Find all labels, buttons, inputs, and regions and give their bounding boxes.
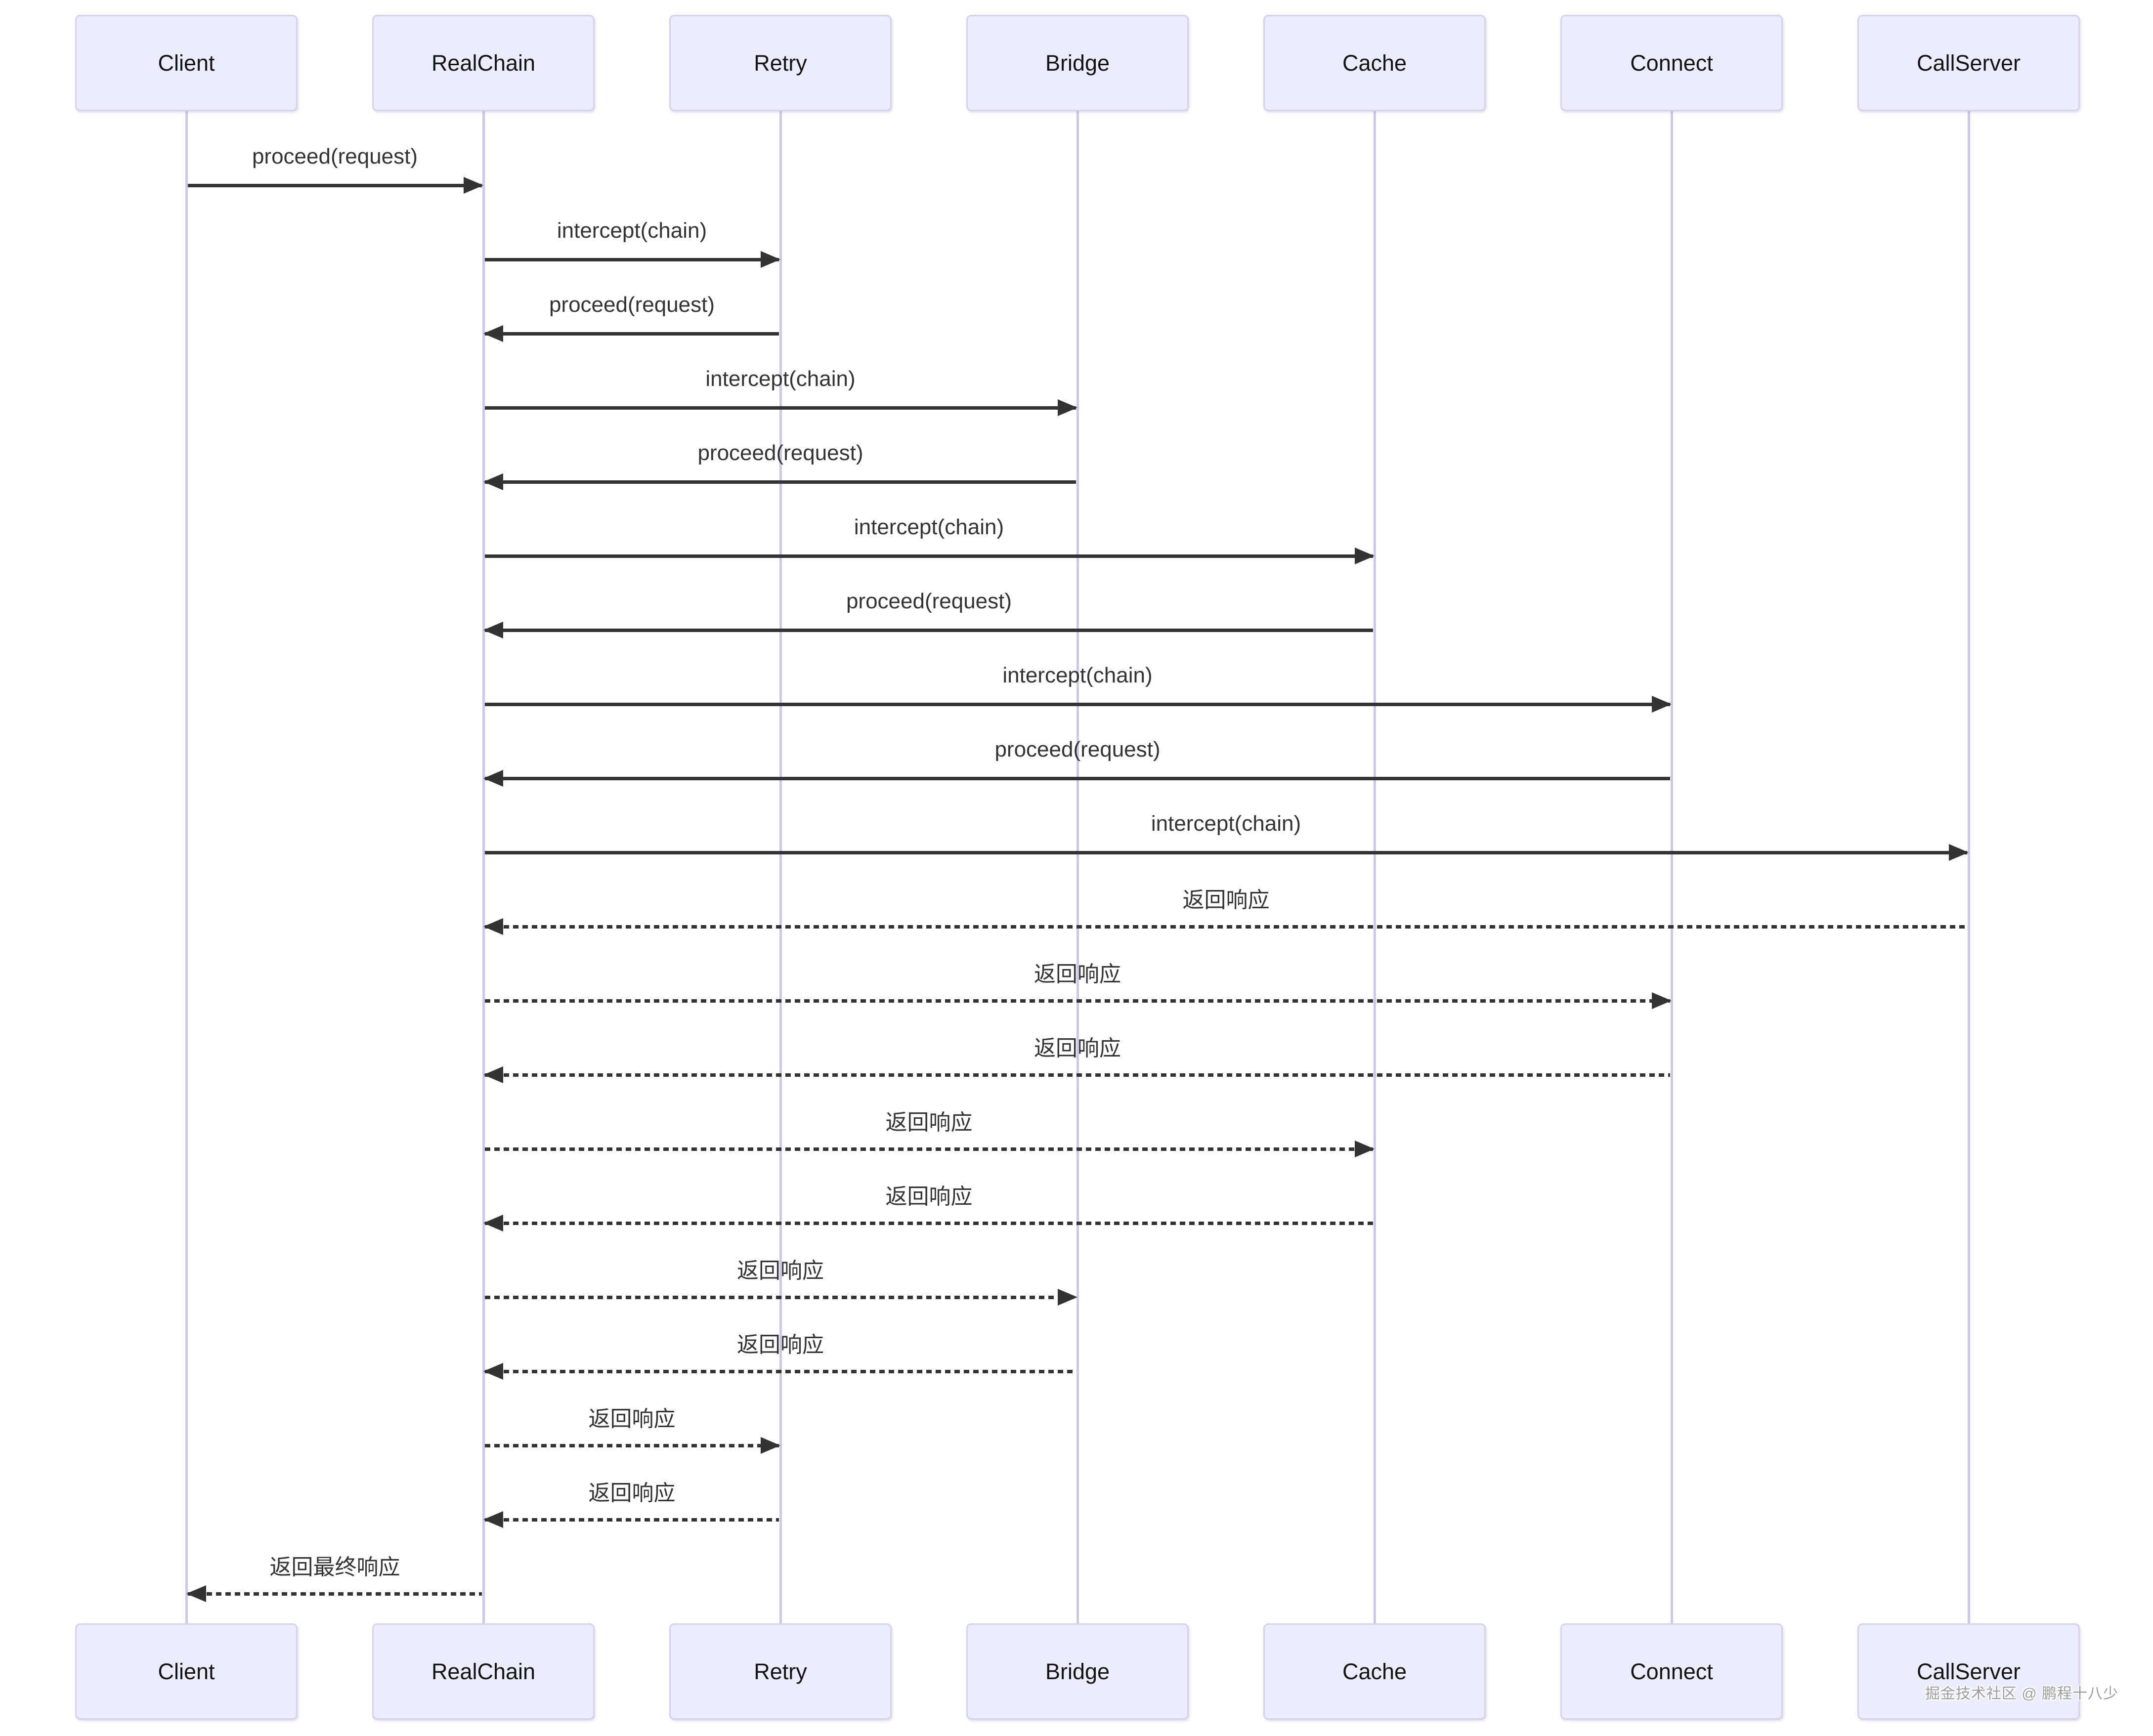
message-line bbox=[485, 1147, 1373, 1151]
arrow-head-icon bbox=[761, 251, 780, 268]
message-label: intercept(chain) bbox=[854, 515, 1004, 539]
lifeline-cache bbox=[1374, 111, 1376, 1623]
arrow-head-icon bbox=[186, 1585, 206, 1602]
message-line bbox=[188, 1592, 482, 1596]
actor-bottom-retry: Retry bbox=[669, 1623, 892, 1720]
actor-label: RealChain bbox=[431, 1658, 536, 1684]
actor-label: Client bbox=[158, 1658, 215, 1684]
actor-label: Client bbox=[158, 50, 215, 76]
message-line bbox=[485, 554, 1373, 558]
message-label: 返回响应 bbox=[885, 1110, 973, 1135]
message-line bbox=[485, 999, 1670, 1003]
lifeline-realchain bbox=[482, 111, 485, 1623]
message-label: proceed(request) bbox=[252, 144, 418, 169]
arrow-head-icon bbox=[483, 622, 503, 638]
arrow-head-icon bbox=[483, 1511, 503, 1528]
message-line bbox=[485, 1073, 1670, 1077]
message-line bbox=[485, 703, 1670, 706]
message-line bbox=[485, 851, 1967, 854]
actor-bottom-bridge: Bridge bbox=[966, 1623, 1189, 1720]
actor-label: RealChain bbox=[431, 50, 536, 76]
lifeline-retry bbox=[779, 111, 782, 1623]
lifeline-callserver bbox=[1968, 111, 1970, 1623]
message-label: intercept(chain) bbox=[1151, 811, 1301, 836]
message-label: proceed(request) bbox=[994, 737, 1161, 762]
arrow-head-icon bbox=[483, 325, 503, 342]
arrow-head-icon bbox=[1652, 696, 1672, 713]
message-line bbox=[485, 925, 1967, 929]
arrow-head-icon bbox=[464, 177, 483, 194]
message-line bbox=[485, 1370, 1076, 1373]
actor-bottom-realchain: RealChain bbox=[372, 1623, 595, 1720]
message-line bbox=[485, 406, 1076, 410]
message-label: 返回响应 bbox=[737, 1259, 824, 1283]
lifeline-connect bbox=[1671, 111, 1673, 1623]
message-label: 返回响应 bbox=[1034, 962, 1121, 986]
message-label: proceed(request) bbox=[549, 293, 715, 317]
message-label: 返回响应 bbox=[1034, 1036, 1121, 1060]
arrow-head-icon bbox=[1058, 399, 1077, 416]
arrow-head-icon bbox=[483, 1363, 503, 1380]
watermark: 掘金技术社区 @ 鹏程十八少 bbox=[1925, 1686, 2118, 1702]
actor-label: Retry bbox=[754, 1658, 807, 1684]
actor-label: Connect bbox=[1630, 1658, 1713, 1684]
message-line bbox=[485, 1444, 779, 1447]
message-label: proceed(request) bbox=[697, 441, 863, 465]
arrow-head-icon bbox=[1058, 1289, 1077, 1306]
actor-bottom-client: Client bbox=[75, 1623, 298, 1720]
actor-bottom-connect: Connect bbox=[1560, 1623, 1783, 1720]
actor-bottom-callserver: CallServer bbox=[1857, 1623, 2080, 1720]
message-line bbox=[485, 629, 1373, 632]
actor-top-realchain: RealChain bbox=[372, 15, 595, 111]
message-label: intercept(chain) bbox=[557, 218, 707, 243]
message-label: 返回响应 bbox=[588, 1481, 676, 1505]
arrow-head-icon bbox=[761, 1437, 780, 1454]
lifeline-client bbox=[185, 111, 188, 1623]
message-label: 返回响应 bbox=[1182, 888, 1270, 912]
arrow-head-icon bbox=[1652, 992, 1672, 1009]
lifeline-bridge bbox=[1076, 111, 1079, 1623]
message-label: intercept(chain) bbox=[705, 367, 856, 391]
actor-top-client: Client bbox=[75, 15, 298, 111]
arrow-head-icon bbox=[1355, 1141, 1375, 1157]
actor-label: Bridge bbox=[1045, 50, 1110, 76]
arrow-head-icon bbox=[483, 770, 503, 787]
actor-top-callserver: CallServer bbox=[1857, 15, 2080, 111]
message-label: 返回响应 bbox=[885, 1185, 973, 1209]
actor-label: CallServer bbox=[1916, 1658, 2021, 1684]
message-label: 返回最终响应 bbox=[269, 1555, 400, 1579]
arrow-head-icon bbox=[483, 1066, 503, 1083]
message-line bbox=[188, 184, 482, 187]
actor-top-cache: Cache bbox=[1263, 15, 1486, 111]
arrow-head-icon bbox=[483, 918, 503, 935]
actor-label: Cache bbox=[1342, 50, 1407, 76]
message-label: 返回响应 bbox=[737, 1333, 824, 1357]
arrow-head-icon bbox=[483, 473, 503, 490]
actor-label: CallServer bbox=[1916, 50, 2021, 76]
arrow-head-icon bbox=[483, 1215, 503, 1231]
actor-top-connect: Connect bbox=[1560, 15, 1783, 111]
arrow-head-icon bbox=[1355, 548, 1375, 564]
actor-top-bridge: Bridge bbox=[966, 15, 1189, 111]
actor-top-retry: Retry bbox=[669, 15, 892, 111]
message-label: proceed(request) bbox=[846, 589, 1012, 613]
message-line bbox=[485, 1222, 1373, 1225]
arrow-head-icon bbox=[1949, 844, 1969, 861]
message-line bbox=[485, 1518, 779, 1522]
message-line bbox=[485, 1296, 1076, 1299]
actor-label: Connect bbox=[1630, 50, 1713, 76]
message-label: intercept(chain) bbox=[1002, 663, 1153, 687]
message-label: 返回响应 bbox=[588, 1407, 676, 1431]
message-line bbox=[485, 258, 779, 261]
actor-label: Cache bbox=[1342, 1658, 1407, 1684]
actor-bottom-cache: Cache bbox=[1263, 1623, 1486, 1720]
actor-label: Retry bbox=[754, 50, 807, 76]
message-line bbox=[485, 777, 1670, 780]
actor-label: Bridge bbox=[1045, 1658, 1110, 1684]
message-line bbox=[485, 480, 1076, 484]
message-line bbox=[485, 332, 779, 336]
